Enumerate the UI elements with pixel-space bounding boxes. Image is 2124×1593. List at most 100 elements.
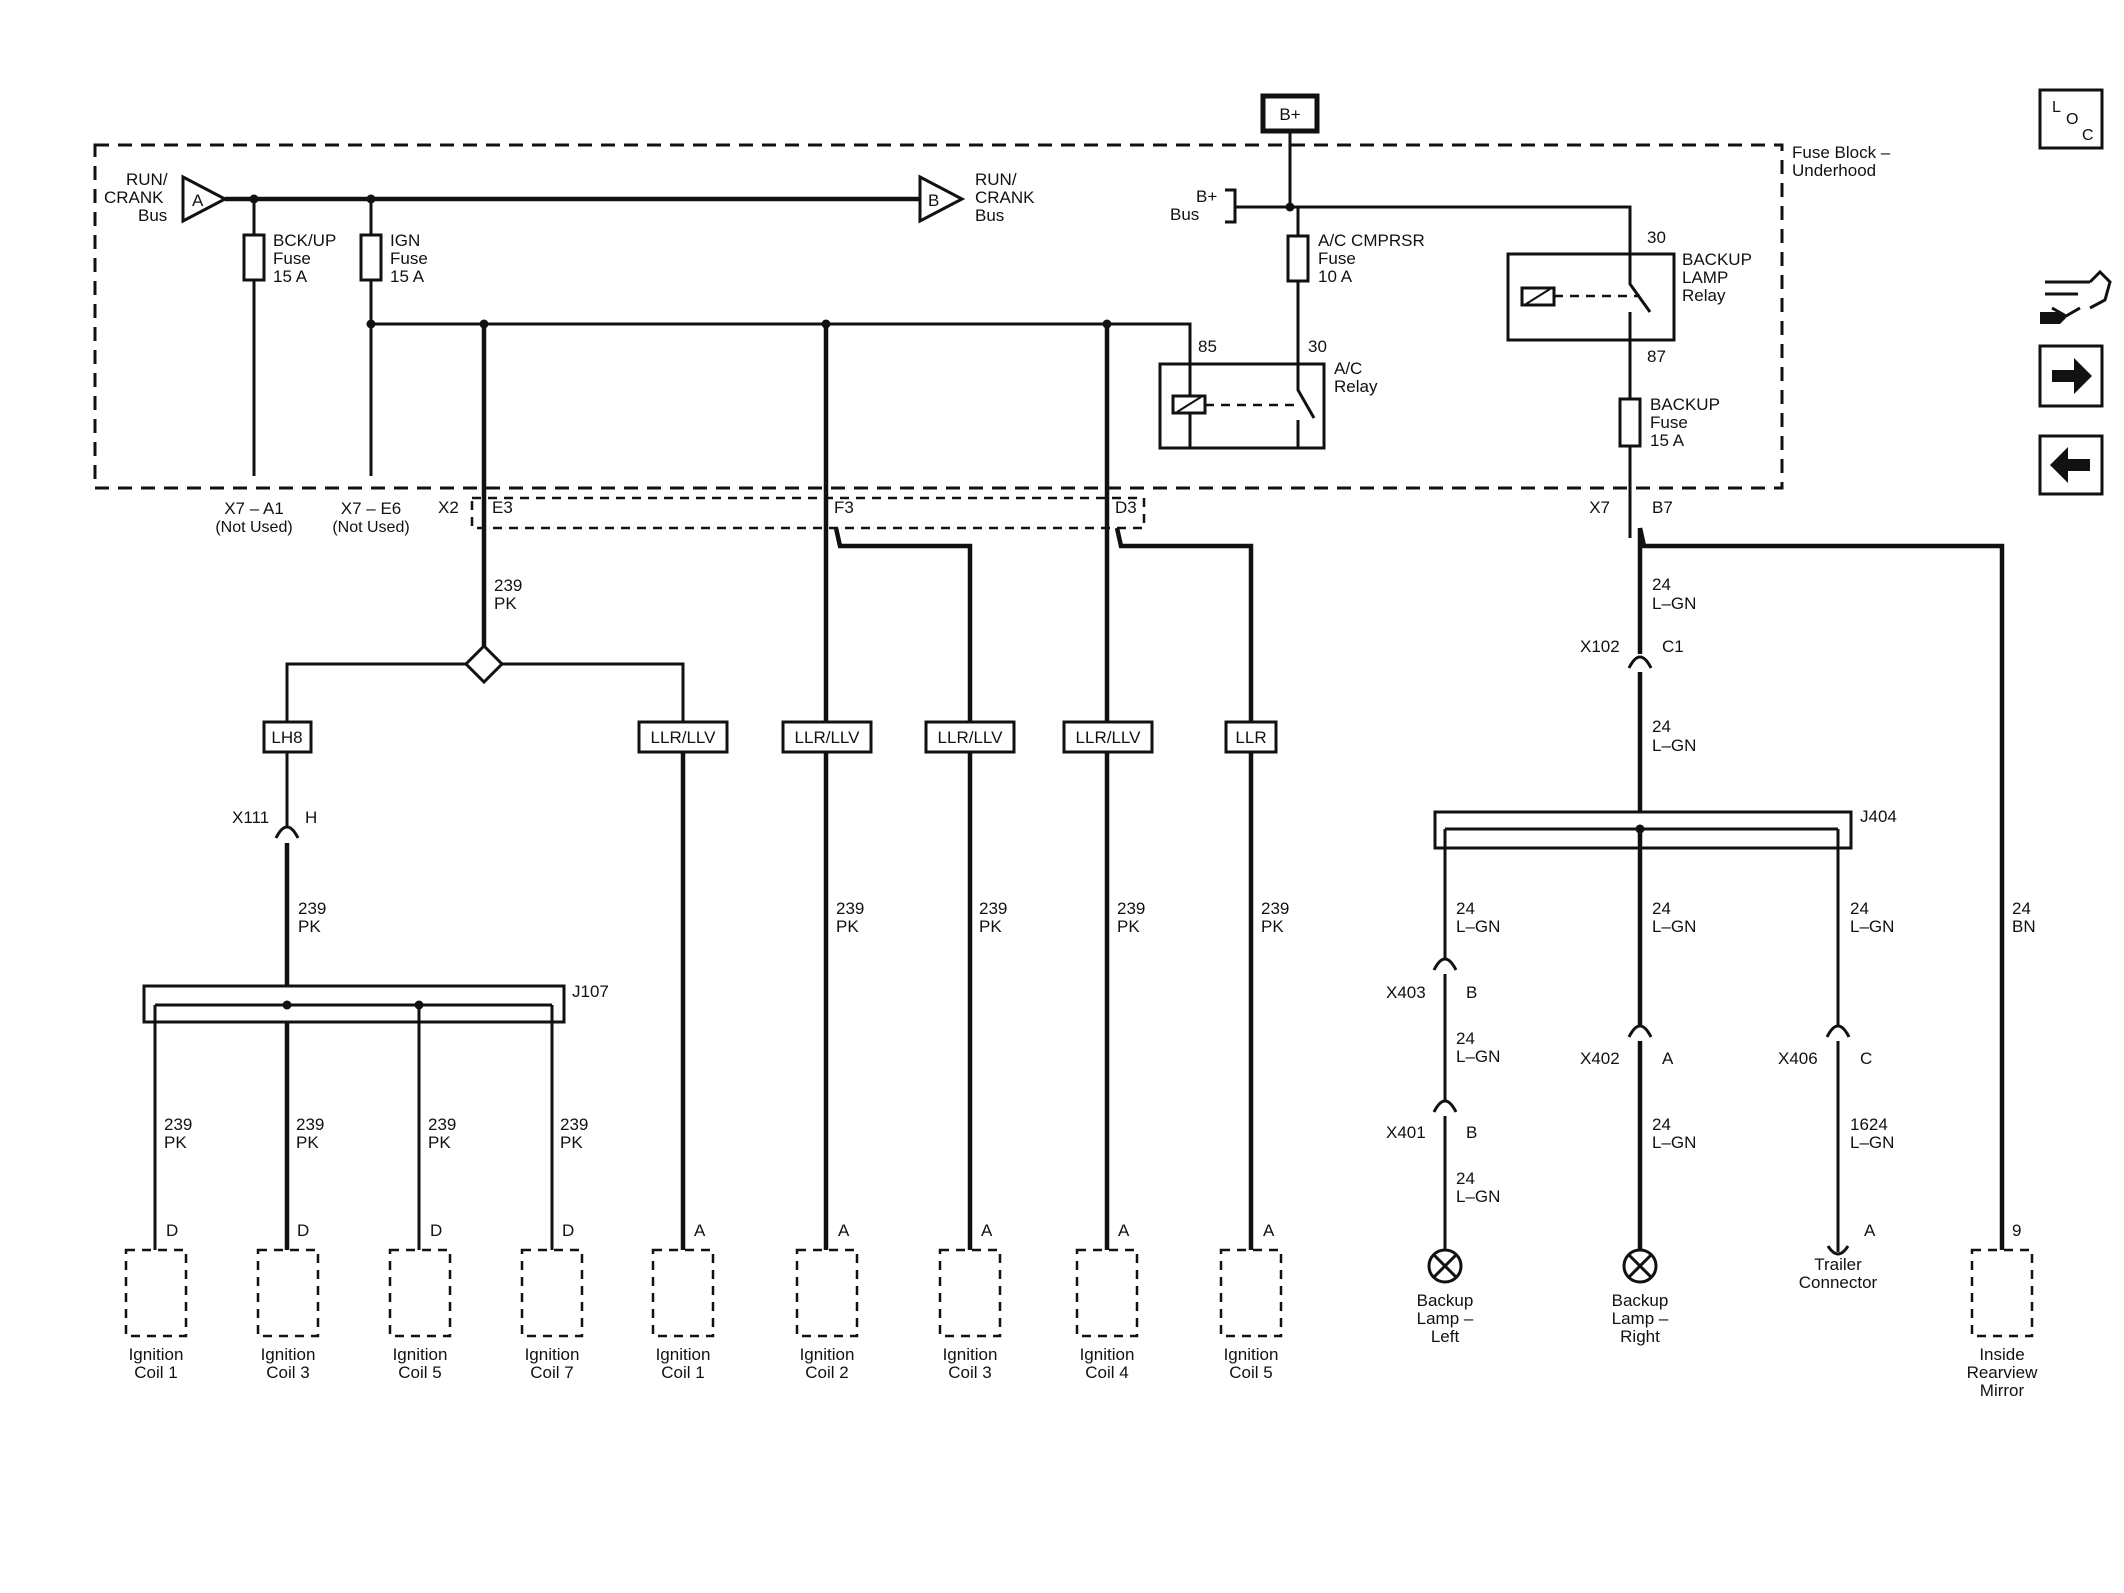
svg-text:A: A <box>1263 1221 1275 1240</box>
svg-text:Connector: Connector <box>1799 1273 1878 1292</box>
svg-text:A: A <box>838 1221 850 1240</box>
bplus-bus-label: B+ <box>1196 187 1217 206</box>
svg-text:C: C <box>2082 127 2094 144</box>
svg-text:24: 24 <box>1652 1115 1671 1134</box>
svg-text:L–GN: L–GN <box>1652 736 1696 755</box>
svg-text:Coil 3: Coil 3 <box>266 1363 309 1382</box>
ac-cmprsr-fuse <box>1286 234 1310 283</box>
option-llr-llv-3 <box>924 720 1016 754</box>
svg-text:Coil 1: Coil 1 <box>661 1363 704 1382</box>
svg-text:Trailer: Trailer <box>1814 1255 1862 1274</box>
svg-text:LLR/LLV: LLR/LLV <box>1076 728 1142 747</box>
svg-text:24: 24 <box>1456 1029 1475 1048</box>
svg-text:24: 24 <box>1652 899 1671 918</box>
svg-text:Backup: Backup <box>1612 1291 1669 1310</box>
svg-text:Left: Left <box>1431 1327 1460 1346</box>
run-crank-a-label-2: CRANK <box>104 188 164 207</box>
svg-text:Coil 4: Coil 4 <box>1085 1363 1128 1382</box>
svg-text:PK: PK <box>1117 917 1140 936</box>
backup-relay-label: BACKUP <box>1682 250 1752 269</box>
svg-text:Lamp –: Lamp – <box>1612 1309 1669 1328</box>
svg-text:Coil 5: Coil 5 <box>398 1363 441 1382</box>
svg-text:A: A <box>694 1221 706 1240</box>
svg-text:L–GN: L–GN <box>1456 917 1500 936</box>
ign-fuse-label: IGN <box>390 231 420 250</box>
svg-text:X102: X102 <box>1580 637 1620 656</box>
svg-text:1624: 1624 <box>1850 1115 1888 1134</box>
x2-label: X2 <box>438 498 459 517</box>
svg-text:L–GN: L–GN <box>1456 1047 1500 1066</box>
svg-text:LLR: LLR <box>1235 728 1266 747</box>
b7-label: B7 <box>1652 498 1673 517</box>
ign-fuse <box>359 233 383 282</box>
run-crank-a-symbol <box>181 174 229 224</box>
svg-text:L–GN: L–GN <box>1652 917 1696 936</box>
svg-text:PK: PK <box>560 1133 583 1152</box>
backup-fuse <box>1618 397 1642 448</box>
svg-text:X111: X111 <box>232 808 269 827</box>
ignition-coil-1-right <box>651 1248 715 1338</box>
svg-text:LH8: LH8 <box>271 728 302 747</box>
svg-text:H: H <box>305 808 317 827</box>
e3-label: E3 <box>492 498 513 517</box>
location-button[interactable]: L O C <box>2038 88 2104 150</box>
svg-text:239: 239 <box>1117 899 1145 918</box>
svg-text:PK: PK <box>298 917 321 936</box>
ignition-coil-4 <box>1075 1248 1139 1338</box>
svg-text:D: D <box>297 1221 309 1240</box>
ignition-coil-5-right <box>1219 1248 1283 1338</box>
svg-text:X406: X406 <box>1778 1049 1818 1068</box>
option-llr-llv-4 <box>1062 720 1154 754</box>
svg-text:239: 239 <box>428 1115 456 1134</box>
run-crank-a-label: RUN/ <box>126 170 168 189</box>
ign-fuse-label-2: Fuse <box>390 249 428 268</box>
svg-text:Ignition: Ignition <box>525 1345 580 1364</box>
forward-arrow-button[interactable] <box>2038 344 2104 408</box>
ac-relay-label: A/C <box>1334 359 1362 378</box>
svg-text:Coil 7: Coil 7 <box>530 1363 573 1382</box>
svg-text:239: 239 <box>296 1115 324 1134</box>
svg-text:A: A <box>1118 1221 1130 1240</box>
bckup-fuse <box>242 233 266 282</box>
ignition-coil-5-left <box>388 1248 452 1338</box>
svg-text:Ignition: Ignition <box>261 1345 316 1364</box>
svg-text:Ignition: Ignition <box>1080 1345 1135 1364</box>
backup-relay-pin-30: 30 <box>1647 228 1666 247</box>
run-crank-b-label-3: Bus <box>975 206 1004 225</box>
fuse-block-outline <box>93 143 1784 490</box>
svg-text:Mirror: Mirror <box>1980 1381 2025 1400</box>
svg-text:Ignition: Ignition <box>129 1345 184 1364</box>
svg-text:D: D <box>562 1221 574 1240</box>
svg-text:C1: C1 <box>1662 637 1684 656</box>
svg-text:239: 239 <box>494 576 522 595</box>
backup-relay-label-2: LAMP <box>1682 268 1728 287</box>
back-arrow-button[interactable] <box>2038 434 2104 496</box>
x7-a1-note: (Not Used) <box>215 519 292 536</box>
run-crank-a-label-3: Bus <box>138 206 167 225</box>
bckup-fuse-label-2: Fuse <box>273 249 311 268</box>
svg-text:LLR/LLV: LLR/LLV <box>938 728 1004 747</box>
svg-text:J107: J107 <box>572 982 609 1001</box>
bckup-fuse-label-3: 15 A <box>273 267 308 286</box>
bplus-source-label: B+ <box>1279 105 1300 124</box>
svg-text:24: 24 <box>1652 717 1671 736</box>
trailer-connector-symbol <box>1826 1245 1850 1256</box>
svg-text:Ignition: Ignition <box>393 1345 448 1364</box>
svg-text:Ignition: Ignition <box>1224 1345 1279 1364</box>
svg-text:PK: PK <box>979 917 1002 936</box>
svg-text:L: L <box>2052 99 2061 116</box>
svg-text:239: 239 <box>298 899 326 918</box>
x7-e6-note: (Not Used) <box>332 519 409 536</box>
svg-text:239: 239 <box>164 1115 192 1134</box>
svg-text:Lamp –: Lamp – <box>1417 1309 1474 1328</box>
backup-relay-pin-87: 87 <box>1647 347 1666 366</box>
svg-text:LLR/LLV: LLR/LLV <box>651 728 717 747</box>
svg-text:J404: J404 <box>1860 807 1897 826</box>
option-llr-llv-1 <box>637 720 729 754</box>
svg-text:L–GN: L–GN <box>1850 917 1894 936</box>
x7-e6-label: X7 – E6 <box>341 499 402 518</box>
run-crank-b-label: RUN/ <box>975 170 1017 189</box>
connector-tool-icon[interactable] <box>2040 269 2112 324</box>
svg-text:D: D <box>430 1221 442 1240</box>
